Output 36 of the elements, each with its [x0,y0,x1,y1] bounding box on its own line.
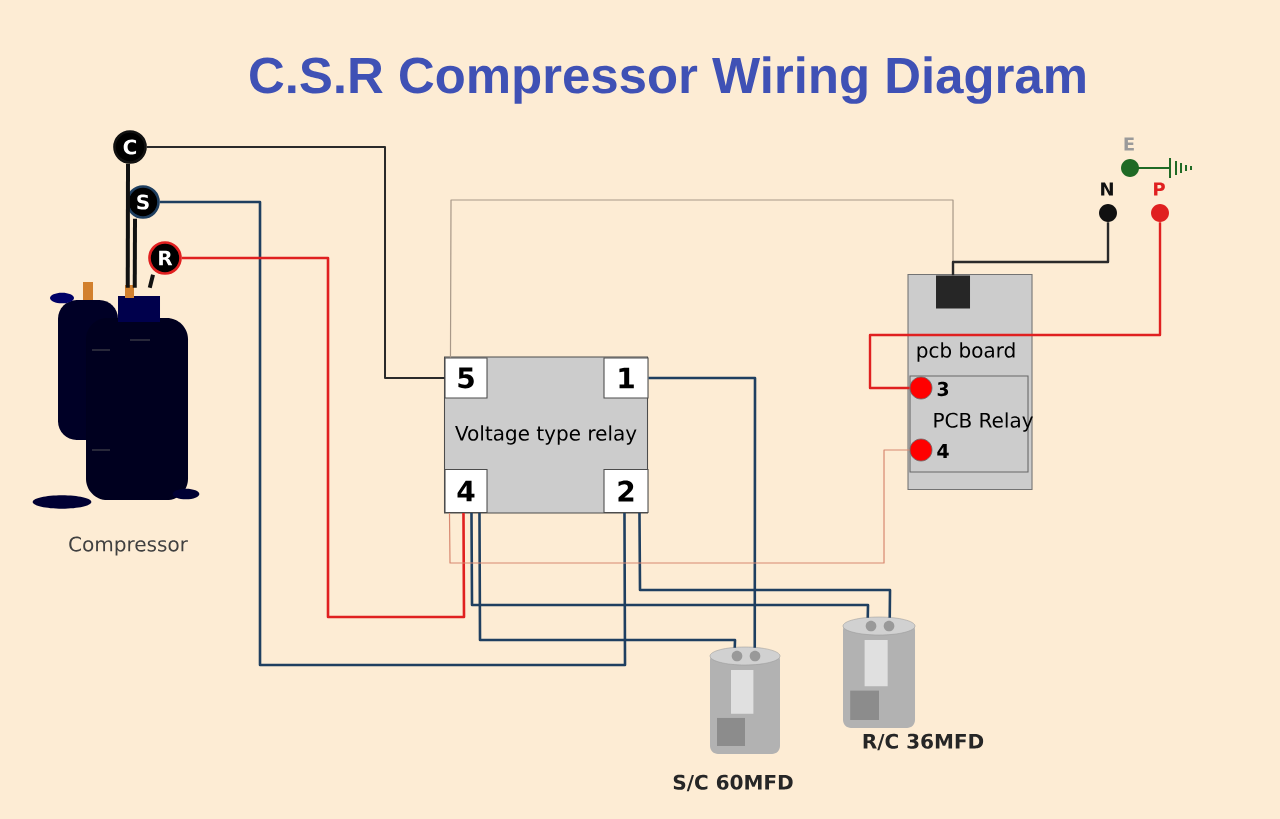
wire [147,274,155,289]
terminal-box: 4 [444,468,488,514]
node-label: R/C 36MFD [863,733,984,751]
wire [132,218,137,288]
terminal-box: 2 [603,468,649,514]
terminal: 3 [909,376,949,400]
wire [181,256,466,619]
node-label: N [1101,182,1113,196]
wire [868,222,1162,390]
node-label: 4 [937,444,949,458]
node-label: E [1124,137,1134,151]
title: C.S.R Compressor Wiring Diagram [250,56,1085,104]
wire [159,200,627,667]
supply-terminal: N [1099,182,1117,222]
wire [951,222,1110,276]
connector-block [936,275,970,309]
terminal-box: 1 [603,357,649,399]
wire [648,376,757,648]
terminal: 4 [909,438,949,462]
node-label: Compressor [69,536,188,556]
node-label: 3 [937,381,949,397]
wire [125,163,130,288]
wire [145,146,446,379]
node-label: S/C 60MFD [673,774,793,792]
supply-terminal: E [1121,137,1139,177]
wire [638,513,892,618]
compressor-drawing [32,282,200,509]
wire [478,513,737,648]
capacitor-drawing [842,616,916,728]
wire [470,513,870,618]
node-label: P [1154,182,1165,196]
terminal-box: 5 [444,357,488,399]
wire [448,449,911,564]
capacitor-drawing [709,646,781,754]
supply-terminal: P [1151,182,1169,222]
wire [449,199,954,359]
